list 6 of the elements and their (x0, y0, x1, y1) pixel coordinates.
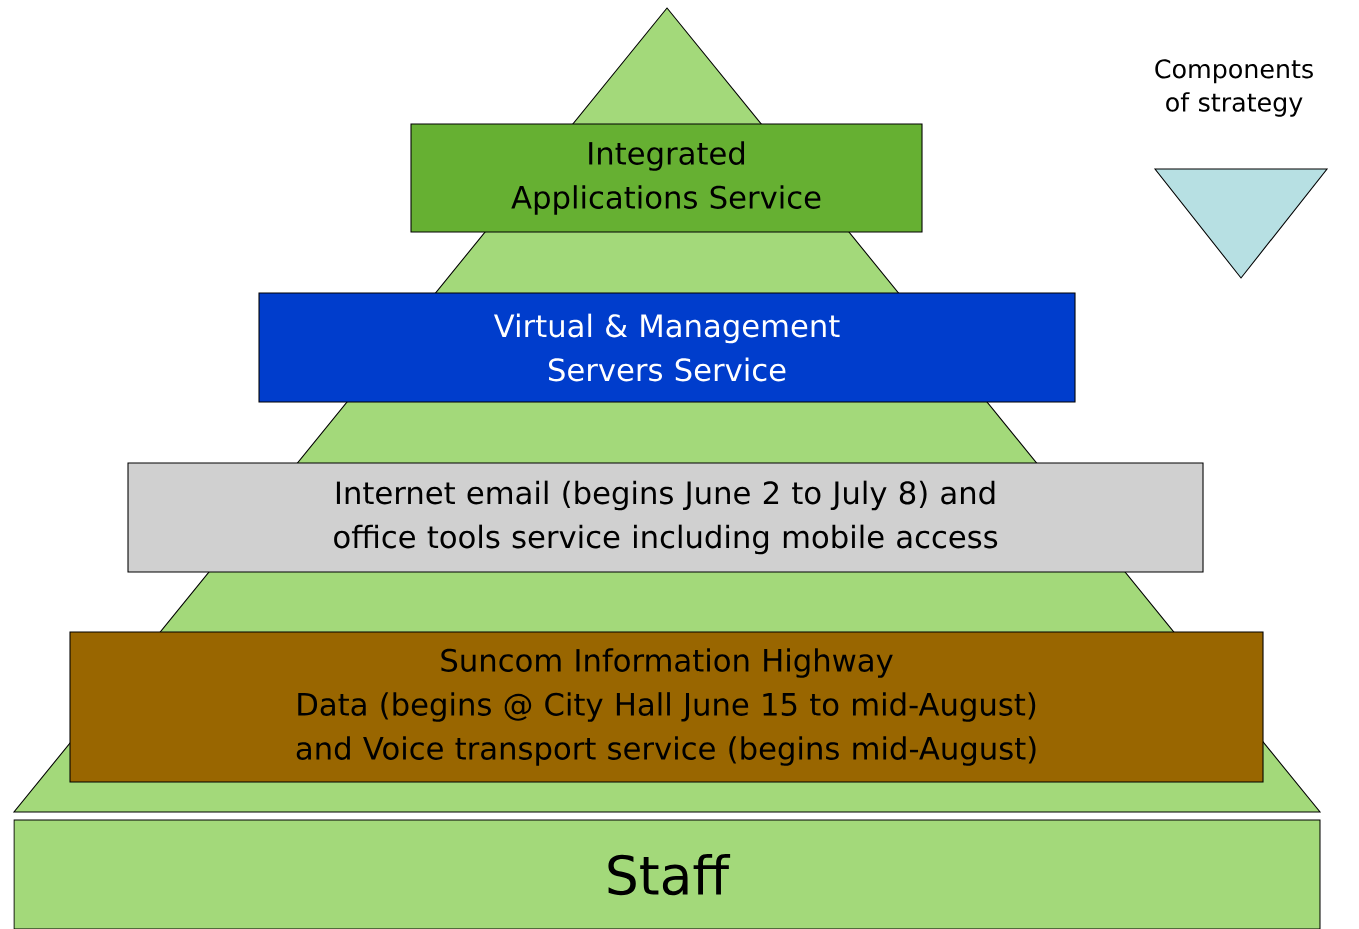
base-box: Staff (13, 819, 1321, 929)
heading-text: Components of strategy (1155, 59, 1313, 117)
layer-box: Integrated Applications Service (410, 123, 923, 233)
layer-box: Suncom Information Highway Data (begins @ City Hall June 15 to mid-August) and Voice transport service (begins mid-August) (69, 631, 1264, 783)
layer-box: Internet email (begins June 2 to July 8) and office tools service including mobile access (127, 462, 1204, 573)
layer-box: Virtual & Management Servers Service (258, 292, 1076, 403)
